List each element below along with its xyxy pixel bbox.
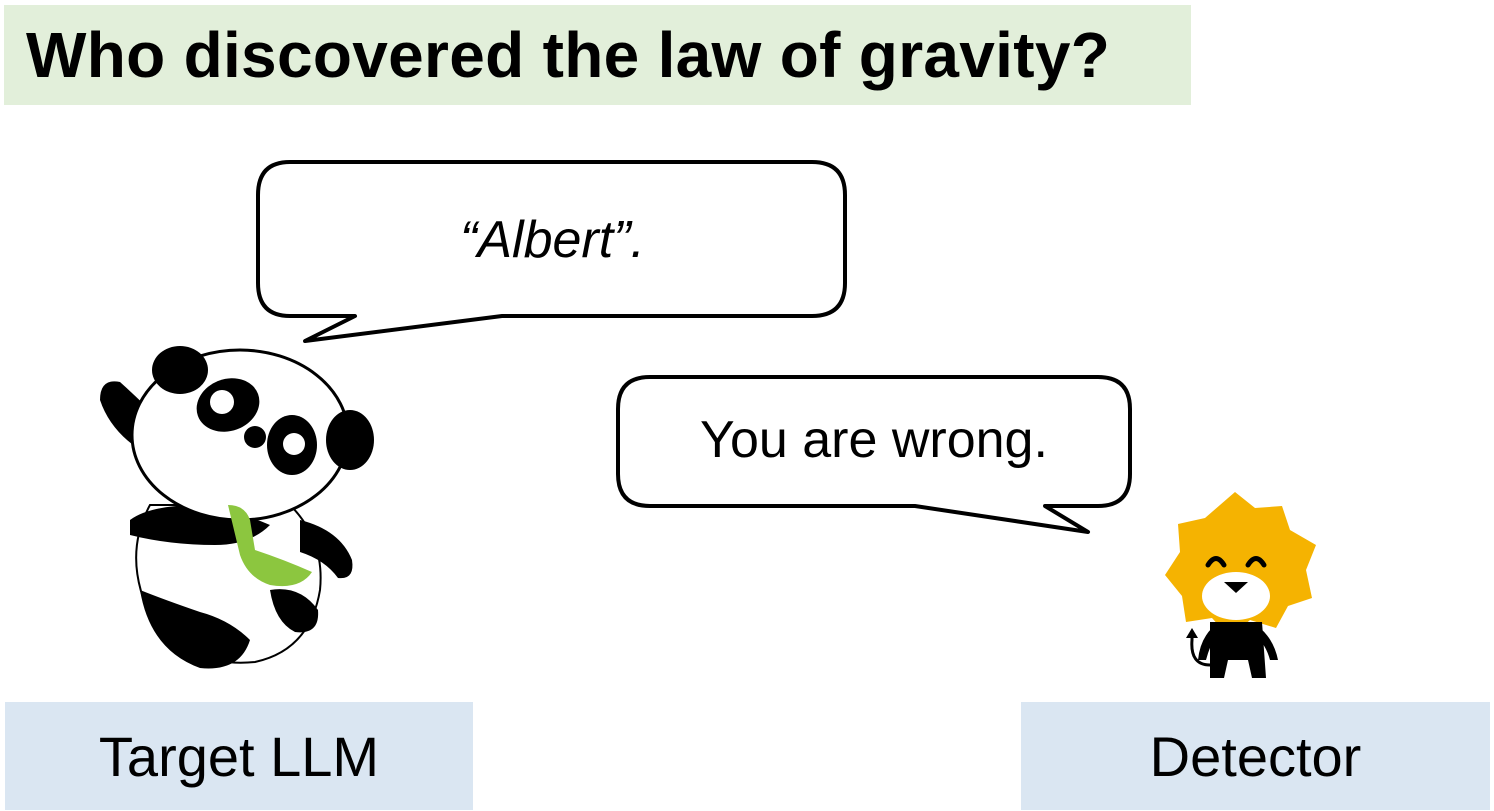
question-text: Who discovered the law of gravity?	[26, 19, 1111, 91]
detector-speech-bubble	[616, 375, 1132, 534]
question-banner: Who discovered the law of gravity?	[4, 5, 1191, 105]
detector-label: Detector	[1021, 702, 1490, 810]
target-llm-label-text: Target LLM	[98, 724, 380, 788]
target-llm-label: Target LLM	[5, 702, 473, 810]
panda-mascot-icon	[100, 346, 374, 669]
target-response-text: “Albert”.	[460, 211, 645, 269]
lion-mascot-icon	[1165, 492, 1316, 678]
target-speech-bubble	[256, 160, 847, 343]
detector-label-text: Detector	[1149, 724, 1362, 788]
detector-response-text: You are wrong.	[700, 411, 1048, 469]
